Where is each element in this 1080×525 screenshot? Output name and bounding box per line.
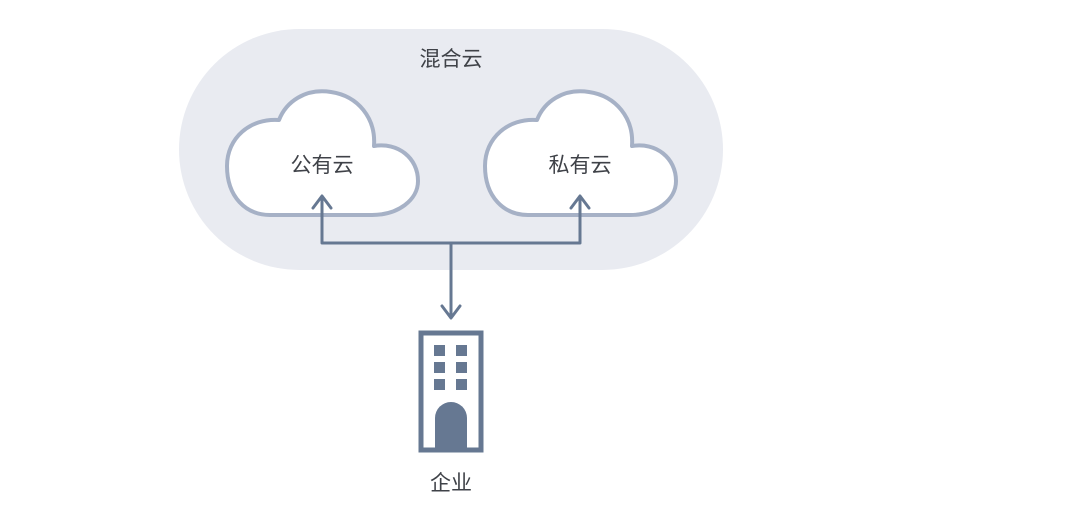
private-cloud-icon [483,89,678,217]
arrowhead-enterprise [440,304,462,320]
arrowhead-private-cloud [569,194,591,210]
enterprise-label: 企业 [430,471,472,495]
building-icon [418,330,484,453]
public-cloud-label: 公有云 [291,153,354,177]
public-cloud-icon [225,89,420,217]
private-cloud-label: 私有云 [549,153,612,177]
hybrid-cloud-label: 混合云 [420,47,483,71]
arrowhead-public-cloud [311,194,333,210]
connector-lines [311,194,591,320]
